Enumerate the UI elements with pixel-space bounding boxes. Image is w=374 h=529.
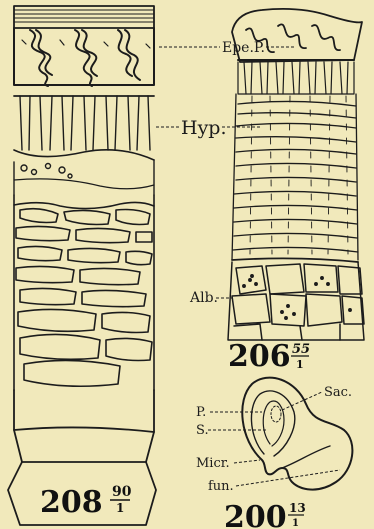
fig200-number: 200 bbox=[224, 500, 287, 529]
fig206-magnification-bottom: 1 bbox=[296, 358, 304, 371]
label-micr: Micr. bbox=[196, 456, 230, 471]
fig206-albumen-cells bbox=[228, 262, 364, 340]
fig206-number: 206 bbox=[228, 339, 291, 374]
label-s: S. bbox=[196, 423, 209, 438]
fig206-palisade-layer bbox=[238, 62, 354, 94]
micr-leader bbox=[234, 460, 260, 463]
label-epe-p: Epe.P. bbox=[222, 40, 265, 56]
label-p: P. bbox=[196, 405, 206, 420]
fig208-magnification-top: 90 bbox=[112, 484, 132, 500]
fig208-palisade-layer bbox=[14, 96, 154, 195]
figure-206-seed-coat-section bbox=[228, 9, 364, 340]
fig208-magnification-bottom: 1 bbox=[116, 501, 124, 515]
funiculus-line bbox=[282, 446, 330, 468]
ovule-inner-integument bbox=[263, 401, 284, 446]
fig208-epidermis bbox=[14, 28, 154, 86]
fig200-magnification-bottom: 1 bbox=[292, 518, 299, 529]
embryo-sac bbox=[271, 406, 281, 422]
fig208-cuticle bbox=[14, 6, 154, 28]
fig206-magnification-top: 55 bbox=[292, 342, 310, 357]
label-sac: Sac. bbox=[324, 385, 352, 400]
fig208-number: 208 bbox=[40, 485, 103, 520]
fig206-compressed-layers bbox=[232, 94, 358, 262]
fig200-magnification-top: 13 bbox=[289, 501, 306, 515]
label-hyp: Hyp. bbox=[181, 117, 227, 139]
label-alb: Alb. bbox=[189, 290, 218, 306]
fig208-parenchyma-cells bbox=[14, 195, 154, 390]
figure-208-seed-coat-section bbox=[8, 6, 156, 525]
label-fun: fun. bbox=[208, 479, 234, 494]
